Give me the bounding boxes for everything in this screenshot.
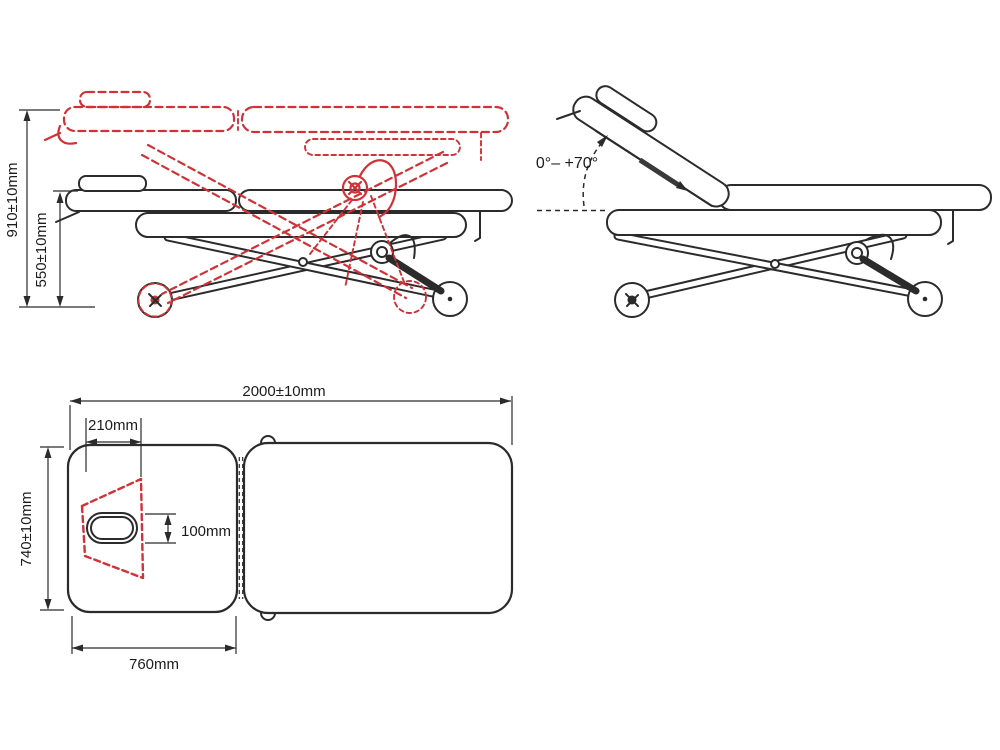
main-cushion — [238, 189, 513, 212]
backrest-bed — [556, 85, 992, 318]
backrest-cushion — [572, 95, 730, 208]
wheel-hub — [447, 296, 453, 302]
headrest-lever — [556, 110, 581, 120]
lowered-bed — [55, 175, 513, 318]
angle-arc-arrow — [597, 135, 608, 147]
extension-lines — [19, 109, 95, 308]
raised-motor-detail — [347, 180, 363, 196]
hinge-knuckles — [260, 435, 276, 621]
face-hole-outer — [86, 512, 138, 544]
head-cushion — [65, 189, 237, 212]
wheel-lock-detail — [148, 293, 162, 307]
raised-wheel — [393, 280, 427, 314]
angle-dimension: 0°– +70° — [536, 135, 609, 212]
head-section-length-label: 760mm — [129, 656, 179, 673]
raised-head-cushion — [62, 105, 236, 133]
raised-bed-outline — [43, 90, 510, 318]
scissor-pivot — [298, 257, 308, 267]
face-hole-offset-label: 210mm — [88, 417, 138, 434]
backrest-angle-label: 0°– +70° — [536, 155, 598, 172]
raised-wheel — [137, 282, 173, 318]
foot-bracket — [947, 210, 954, 245]
motor-cable — [389, 234, 416, 259]
dim-arrows-offset — [86, 438, 141, 446]
overall-height-label: 910±10mm — [4, 163, 21, 238]
lowered-height-label: 550±10mm — [33, 213, 50, 288]
raised-scissor-bar — [140, 143, 414, 300]
scissor-bar-core — [165, 234, 450, 299]
raised-main-cushion — [240, 105, 510, 134]
headrest-pillow — [78, 175, 147, 192]
backrest-actuator — [638, 157, 682, 189]
wheel-lock-detail — [625, 293, 639, 307]
lift-motor-hub — [376, 246, 388, 258]
raised-motor-cable — [358, 159, 398, 219]
raised-motor-hub — [349, 182, 361, 194]
side-view-height-adjustment: 910±10mm 550±10mm — [4, 90, 513, 318]
head-section — [66, 443, 239, 614]
table-plan — [66, 435, 514, 621]
main-section — [242, 441, 514, 615]
extension-lines-hole — [145, 513, 176, 544]
base-frame — [135, 212, 467, 238]
overall-length-label: 2000±10mm — [242, 383, 325, 400]
motor-link — [859, 255, 920, 295]
raised-links — [309, 195, 405, 289]
raised-headrest-lever — [43, 124, 78, 145]
motor-cable — [865, 233, 895, 260]
extension-lines-length — [69, 396, 513, 450]
seat-cushion — [718, 184, 992, 211]
extension-lines-offset — [85, 418, 142, 477]
wheel-hub — [922, 296, 928, 302]
base-frame — [606, 209, 942, 236]
backrest-pillow — [595, 85, 658, 133]
overall-width-label: 740±10mm — [18, 492, 35, 567]
raised-frame — [304, 138, 461, 156]
foot-bracket — [474, 211, 481, 242]
angle-arc — [582, 138, 606, 207]
raised-lift-motor — [341, 174, 369, 202]
top-view: 2000±10mm 210mm 100mm 740±10mm 760mm — [18, 383, 514, 673]
actuator-arrow — [676, 181, 688, 191]
face-hole-height-label: 100mm — [181, 523, 231, 540]
side-view-backrest-angle: 0°– +70° — [536, 85, 992, 318]
lift-motor-hub — [851, 247, 863, 259]
raised-backrest — [572, 85, 730, 208]
dim-arrows-hole — [164, 514, 172, 543]
raised-headrest-pillow — [78, 90, 152, 109]
scissor-pivot — [770, 259, 780, 269]
face-hole-inner — [90, 516, 134, 540]
height-dimensions: 910±10mm 550±10mm — [4, 109, 95, 308]
hinge — [238, 457, 244, 599]
plan-dimensions: 2000±10mm 210mm 100mm 740±10mm 760mm — [18, 383, 513, 673]
face-cushion-outline — [80, 477, 145, 580]
extension-lines-width — [40, 446, 64, 611]
